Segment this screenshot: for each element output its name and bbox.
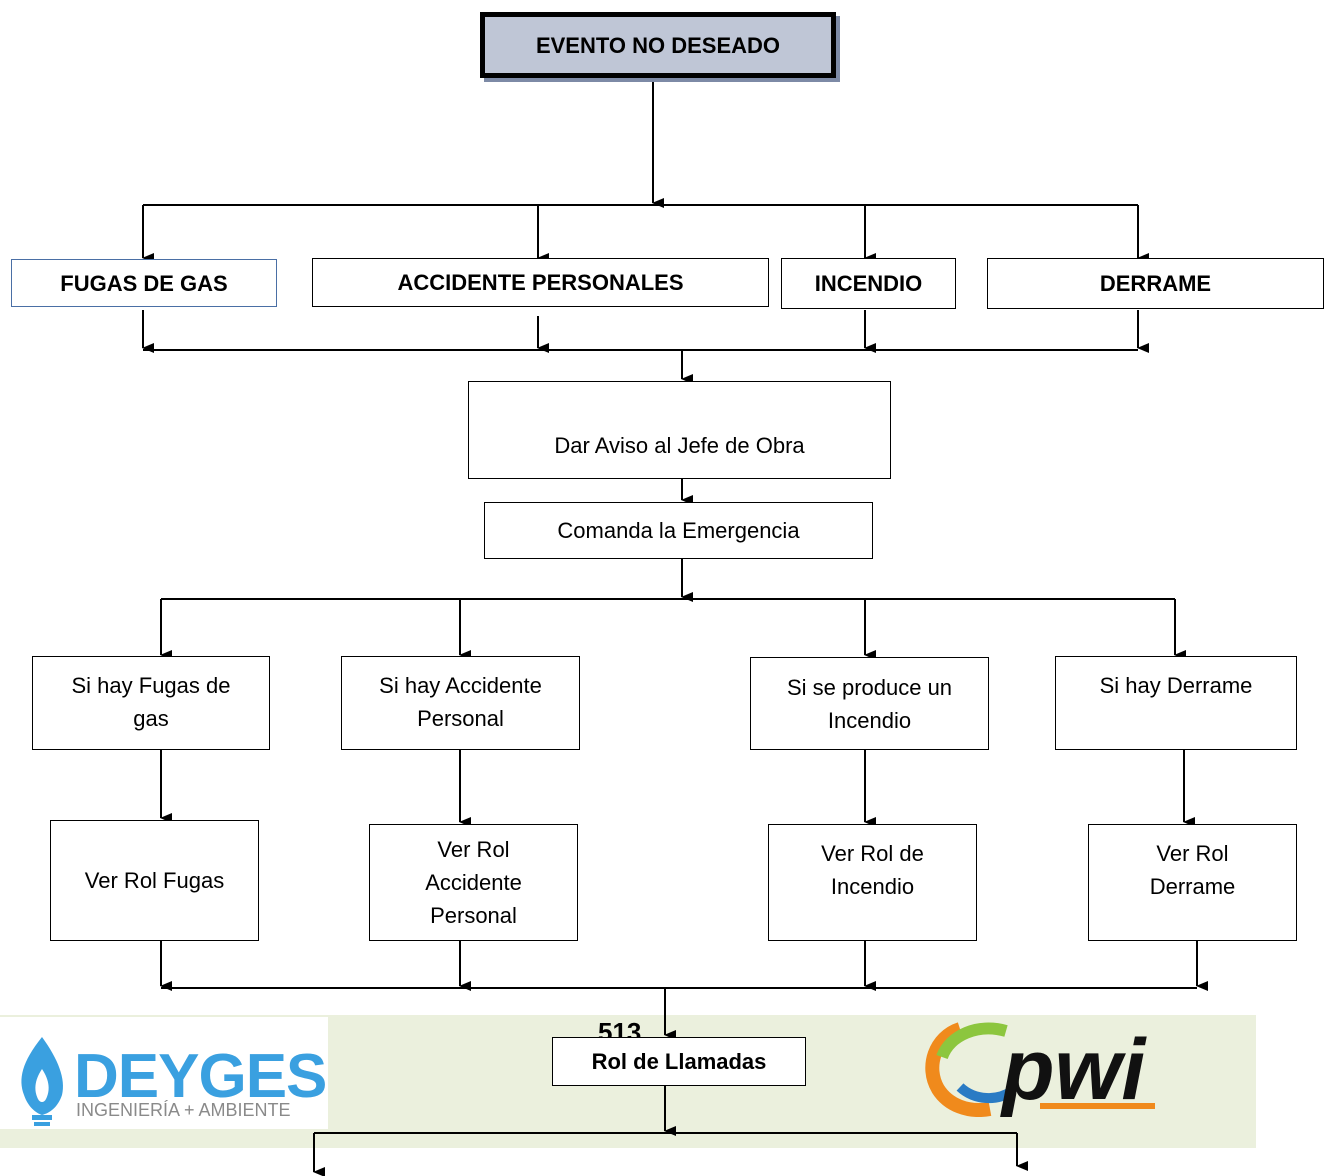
role-incendio-box: Ver Rol de Incendio <box>768 824 977 941</box>
top-event-box: EVENTO NO DESEADO <box>480 12 836 78</box>
event-derrame-box: DERRAME <box>987 258 1324 309</box>
role-accidente-box: Ver Rol Accidente Personal <box>369 824 578 941</box>
event-incendio-box: INCENDIO <box>781 258 956 309</box>
svg-text:DEYGES: DEYGES <box>74 1042 326 1111</box>
condition-fugas-box: Si hay Fugas de gas <box>32 656 270 750</box>
condition-derrame-box: Si hay Derrame <box>1055 656 1297 750</box>
role-derrame-box: Ver Rol Derrame <box>1088 824 1297 941</box>
notify-box: Dar Aviso al Jefe de Obra <box>468 381 891 479</box>
role-fugas-box: Ver Rol Fugas <box>50 820 259 941</box>
event-fugas-box: FUGAS DE GAS <box>11 259 277 307</box>
condition-incendio-box: Si se produce un Incendio <box>750 657 989 750</box>
event-accidente-box: ACCIDENTE PERSONALES <box>312 258 769 307</box>
command-box: Comanda la Emergencia <box>484 502 873 559</box>
condition-accidente-box: Si hay Accidente Personal <box>341 656 580 750</box>
svg-text:pwi: pwi <box>1000 1022 1147 1117</box>
deyges-logo: DEYGES INGENIERÍA + AMBIENTE <box>0 1017 328 1129</box>
pwi-logo: pwi <box>920 1017 1170 1118</box>
svg-text:INGENIERÍA + AMBIENTE: INGENIERÍA + AMBIENTE <box>76 1100 291 1120</box>
calls-box: Rol de Llamadas <box>552 1037 806 1086</box>
